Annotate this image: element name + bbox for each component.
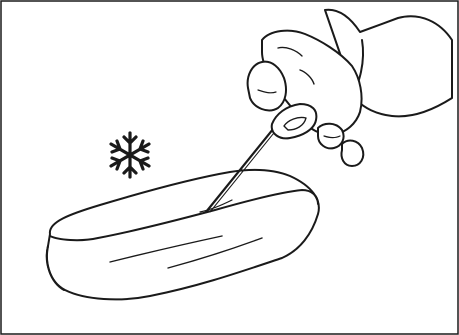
hand-icon [248,10,452,166]
snowflake-icon [111,133,149,177]
frozen-block-icon [47,170,319,299]
